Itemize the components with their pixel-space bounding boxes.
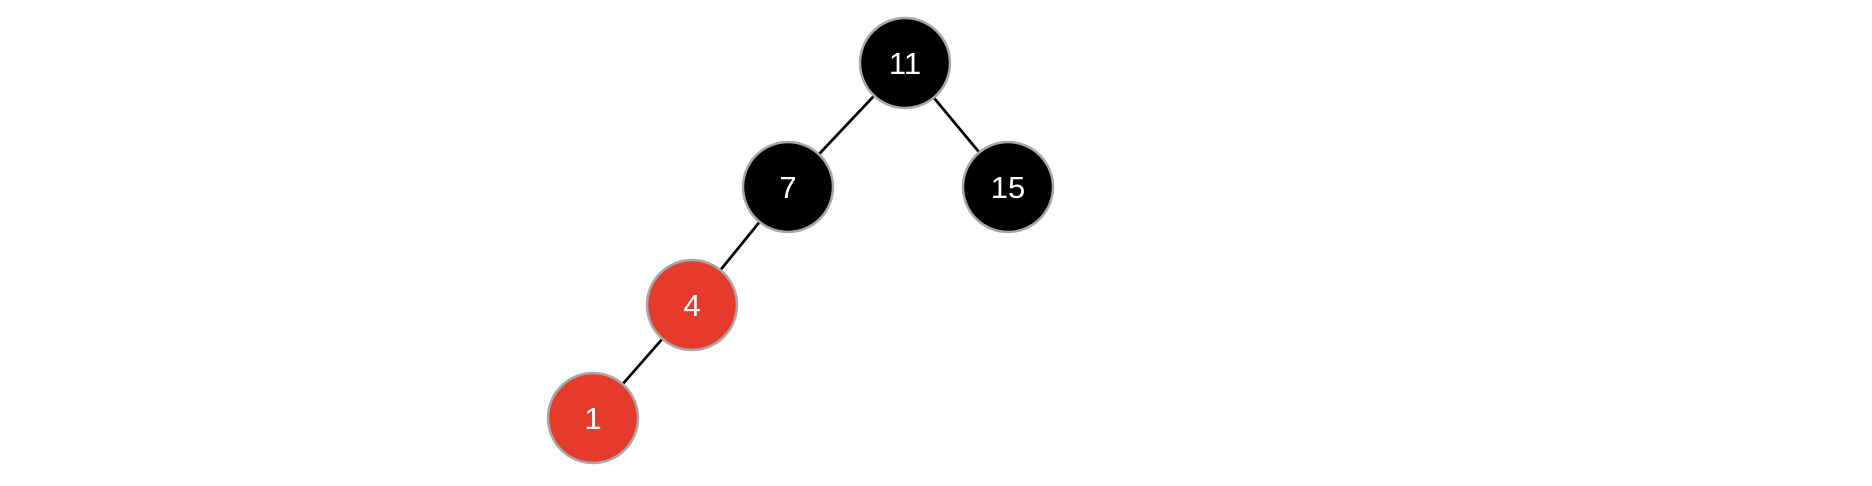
- node-label: 15: [991, 170, 1025, 205]
- black-node-circle: [741, 140, 835, 234]
- edges-layer: [591, 61, 1010, 420]
- node-label: 1: [584, 401, 601, 436]
- tree-node-1[interactable]: 1: [546, 371, 640, 465]
- tree-node-11[interactable]: 11: [858, 16, 952, 110]
- tree-node-4[interactable]: 4: [645, 258, 739, 352]
- red-node-circle: [645, 258, 739, 352]
- node-label: 7: [779, 170, 796, 205]
- node-label: 11: [889, 46, 921, 81]
- nodes-layer: 11 7 15 4 1: [546, 16, 1055, 465]
- node-label: 4: [683, 288, 700, 323]
- tree-node-15[interactable]: 15: [961, 140, 1055, 234]
- black-node-circle: [961, 140, 1055, 234]
- red-node-circle: [546, 371, 640, 465]
- tree-node-7[interactable]: 7: [741, 140, 835, 234]
- black-node-circle: [858, 16, 952, 110]
